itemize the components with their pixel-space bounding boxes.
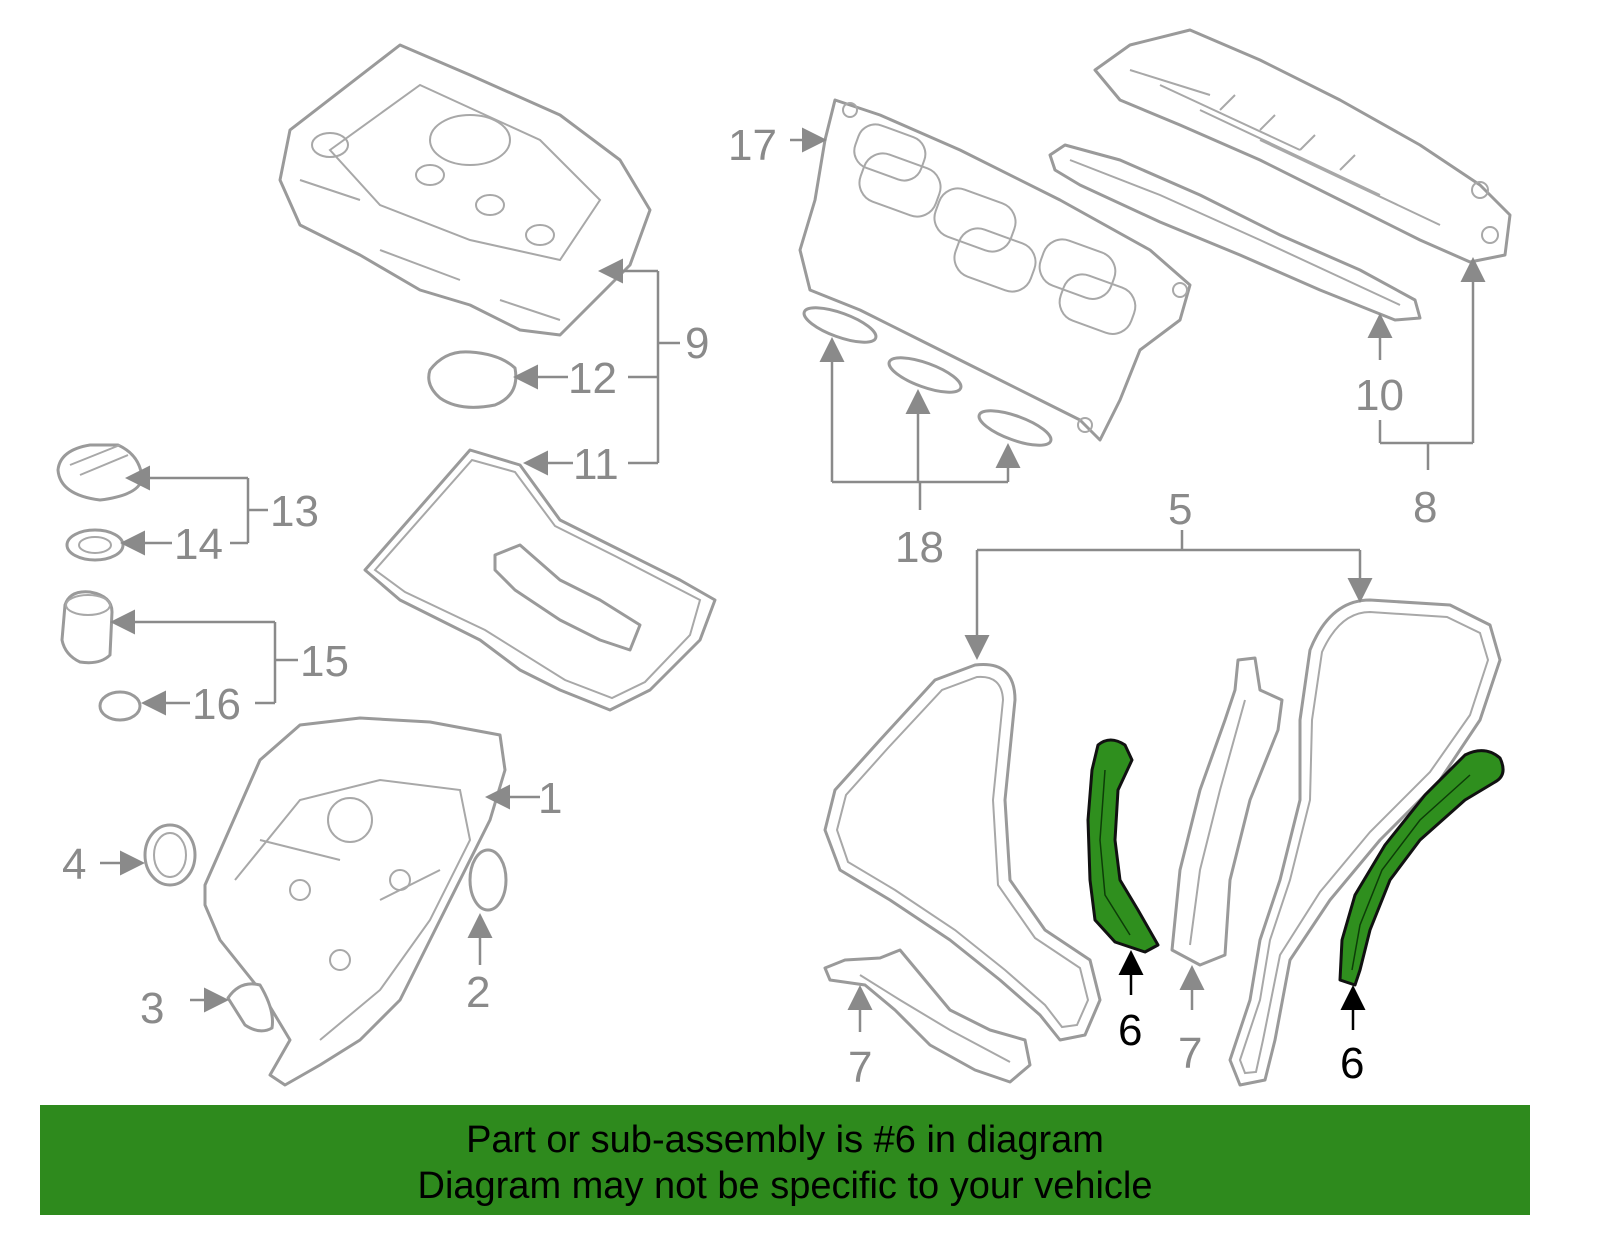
gasket-12 — [427, 350, 518, 409]
lead-group-8 — [1378, 257, 1486, 470]
callout-5: 5 — [1168, 485, 1192, 534]
manifold-gaskets — [802, 306, 1053, 447]
chain-guide-center — [1170, 656, 1284, 967]
seal-4 — [143, 823, 197, 887]
o-ring-16 — [98, 690, 142, 722]
lead-group-15 — [110, 609, 298, 716]
chain-guide-lower — [823, 948, 1032, 1084]
callout-12: 12 — [568, 354, 617, 403]
callout-4: 4 — [62, 840, 86, 889]
oil-filler-cap — [56, 443, 144, 502]
callout-7-lower: 7 — [848, 1043, 872, 1092]
callout-7-center: 7 — [1178, 1029, 1202, 1078]
callout-1: 1 — [538, 774, 562, 823]
callout-18: 18 — [895, 523, 944, 572]
callout-13: 13 — [270, 487, 319, 536]
callout-11: 11 — [573, 440, 619, 489]
banner-background — [40, 1105, 1530, 1215]
tensioner-guide-right — [1338, 749, 1505, 987]
intake-manifold — [798, 98, 1192, 442]
callout-17: 17 — [728, 121, 777, 170]
timing-chain-right — [1228, 598, 1502, 1087]
engine-cover-8 — [1093, 28, 1512, 264]
filler-cap-seal — [65, 528, 125, 562]
callout-3: 3 — [140, 984, 164, 1033]
lead-group-18 — [819, 337, 1021, 510]
caption-banner: Part or sub-assembly is #6 in diagram Di… — [40, 1110, 1530, 1215]
gasket-10 — [1048, 143, 1422, 322]
callout-6-left: 6 — [1118, 1006, 1142, 1055]
lead-group-9 — [513, 258, 680, 476]
lead-group-5 — [964, 530, 1373, 660]
banner-line-2: Diagram may not be specific to your vehi… — [417, 1164, 1153, 1207]
timing-cover — [203, 716, 507, 1087]
callout-14: 14 — [174, 520, 223, 569]
callout-9: 9 — [685, 319, 709, 368]
callout-2: 2 — [466, 968, 490, 1017]
callout-16: 16 — [192, 680, 241, 729]
o-ring-2 — [468, 848, 508, 912]
lead-group-13 — [120, 465, 268, 556]
banner-line-1: Part or sub-assembly is #6 in diagram — [466, 1118, 1104, 1161]
cover-gasket-11 — [363, 448, 717, 712]
valve-15 — [60, 590, 114, 665]
timing-chain-left — [823, 662, 1102, 1042]
callout-15: 15 — [300, 637, 349, 686]
cylinder-head-cover — [278, 43, 652, 337]
tensioner-guide-left — [1086, 738, 1160, 954]
seal-3 — [226, 982, 274, 1033]
callout-10: 10 — [1355, 371, 1404, 420]
callout-6-right: 6 — [1340, 1039, 1364, 1088]
callout-8: 8 — [1413, 483, 1437, 532]
